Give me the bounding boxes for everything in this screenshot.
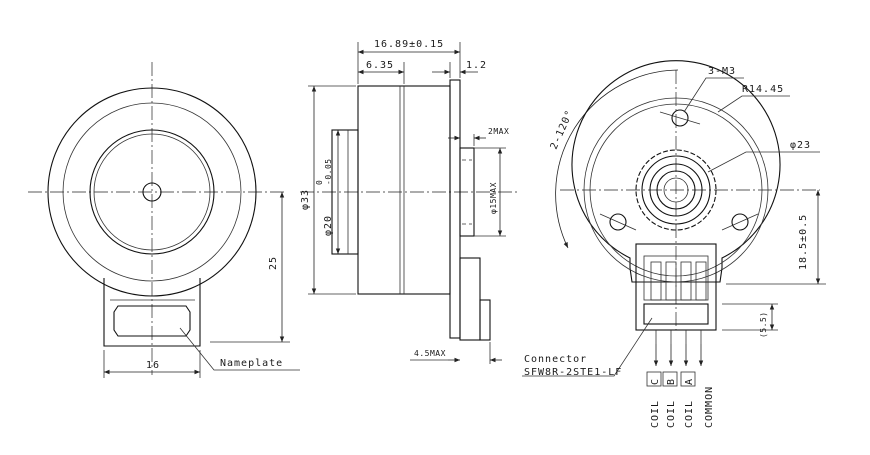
dim-phi15-label: φ15MAX <box>489 182 498 214</box>
front-view: 25 16 Nameplate <box>28 62 300 378</box>
mount-hole-top <box>671 109 689 127</box>
nameplate-leader <box>179 327 300 371</box>
dim-phi20-tol-upper: 0 <box>315 180 324 185</box>
pin-letter-c: C <box>650 378 661 385</box>
rear-view: 2-120° 3-M3 R14.45 <box>522 60 826 428</box>
connector-slot-1 <box>650 261 662 301</box>
m3-leader <box>683 77 744 113</box>
r1445-label: R14.45 <box>742 84 784 95</box>
connector-leader <box>522 317 653 377</box>
pin-label-coil-a: COIL <box>684 400 695 428</box>
pin-box-c <box>646 371 662 387</box>
angle-arc <box>555 69 679 249</box>
front-shaft <box>142 182 162 202</box>
nameplate-label: Nameplate <box>220 358 283 369</box>
side-pilot <box>331 129 359 255</box>
front-bottom-tab <box>103 278 201 347</box>
boss-gear <box>635 149 717 231</box>
dim-25-label: 25 <box>268 256 279 270</box>
pin-label-coil-b: COIL <box>666 400 677 428</box>
r1445-leader <box>717 95 790 113</box>
pin-box-b <box>662 371 678 387</box>
connector-housing <box>635 243 717 331</box>
dim-55-label: (5.5) <box>759 311 768 338</box>
dim-overall-label: 16.89±0.15 <box>374 39 444 50</box>
phi23-leader <box>707 151 820 173</box>
angle-label: 2-120° <box>549 108 576 151</box>
pin-label-common: COMMON <box>704 386 715 428</box>
dim-phi20-tol-lower: -0.05 <box>324 158 333 185</box>
front-body-outer <box>47 87 257 297</box>
connector-title: Connector <box>524 354 587 365</box>
dim-phi20-label: φ20 <box>323 215 334 236</box>
connector-slot-2 <box>665 261 677 301</box>
side-connector <box>459 257 481 341</box>
dim-16-label: 16 <box>146 360 160 371</box>
dim-2max-label: 2MAX <box>488 127 509 136</box>
connector-slot-3 <box>680 261 692 301</box>
pin-letter-b: B <box>666 378 677 385</box>
side-plate <box>449 79 461 339</box>
mount-hole-right <box>731 213 749 231</box>
pin-label-coil-c: COIL <box>650 400 661 428</box>
pin-letter-a: A <box>684 378 695 385</box>
dim-185-label: 18.5±0.5 <box>798 214 809 270</box>
mount-hole-left <box>609 213 627 231</box>
dim-12-label: 1.2 <box>466 60 487 71</box>
phi23-label: φ23 <box>790 140 811 151</box>
m3-label: 3-M3 <box>708 66 736 77</box>
dim-phi33-label: φ33 <box>300 189 311 210</box>
dim-45max-label: 4.5MAX <box>414 349 446 358</box>
side-boss <box>459 147 475 237</box>
pin-box-a <box>680 371 696 387</box>
dim-635-label: 6.35 <box>366 60 394 71</box>
connector-slot-4 <box>695 261 707 301</box>
side-view: 16.89±0.15 6.35 1.2 φ33 φ20 0 -0.05 2MAX… <box>300 39 520 364</box>
connector-part: SFW8R-2STE1-LF <box>524 367 622 378</box>
